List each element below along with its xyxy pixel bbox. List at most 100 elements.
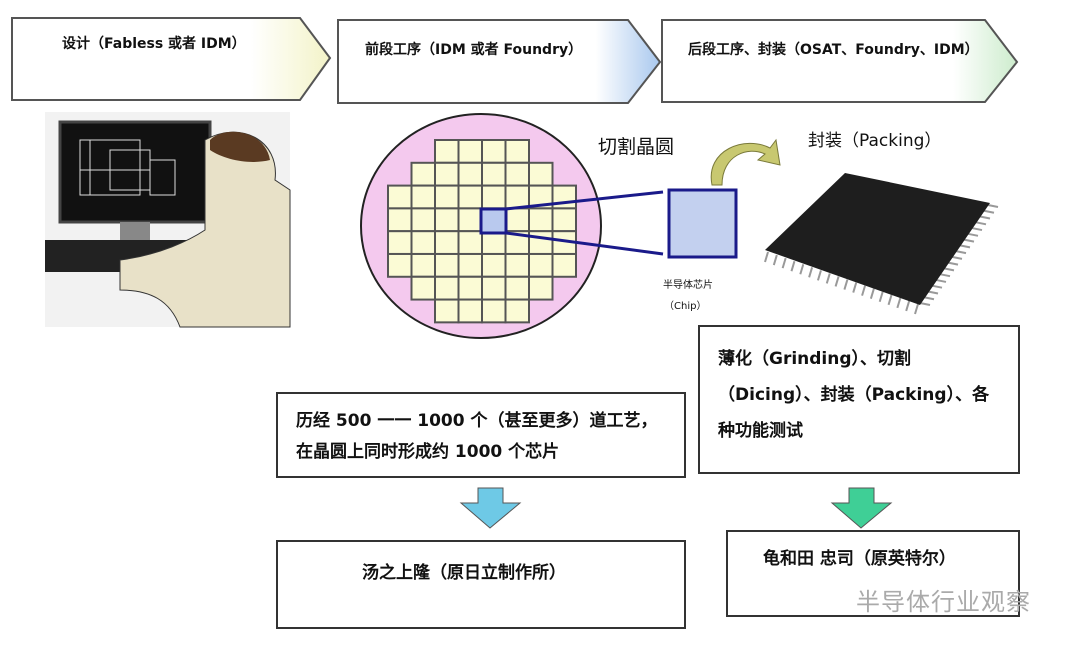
wafer-die — [504, 139, 530, 164]
chip-pin — [923, 296, 935, 301]
chip-pin — [947, 261, 959, 266]
wafer-die — [434, 275, 460, 301]
chip-pin — [790, 260, 796, 272]
wafer-die — [457, 161, 483, 187]
stage-arrow-back — [661, 19, 1019, 103]
chip-pin — [781, 257, 787, 269]
chip-label-en: （Chip） — [664, 301, 707, 312]
wafer-die — [434, 161, 460, 187]
wafer-die — [528, 161, 554, 187]
stage-label-back: 后段工序、封装（OSAT、Foundry、IDM） — [688, 42, 979, 58]
chip-pin — [983, 209, 995, 214]
wafer-die — [387, 230, 413, 255]
wafer-die — [551, 252, 577, 278]
chip-pin — [764, 251, 769, 263]
wafer-die — [551, 207, 577, 233]
stage-arrow-design — [11, 17, 332, 101]
wafer-die — [528, 252, 554, 278]
chip-pin — [869, 288, 875, 299]
wafer-die — [457, 230, 483, 255]
curved-arrow-icon — [710, 138, 781, 186]
chip-pin — [887, 294, 893, 306]
wafer-die — [528, 230, 554, 255]
wafer-die — [481, 298, 507, 324]
wafer-die — [457, 139, 483, 164]
chip-pin — [799, 263, 805, 275]
chip-pin — [975, 221, 987, 226]
chip-pin — [896, 297, 902, 309]
wafer-die — [457, 184, 483, 210]
designer-illustration — [45, 112, 291, 328]
wafer-die — [434, 252, 460, 278]
chip-pin — [861, 285, 867, 296]
wafer-die — [410, 161, 436, 187]
front-process-box: 历经 500 一一 1000 个（甚至更多）道工艺，在晶圆上同时形成约 1000… — [276, 392, 686, 478]
chip — [667, 188, 738, 259]
chip-pin — [943, 267, 955, 272]
wafer-die — [410, 230, 436, 255]
packaged-chip — [764, 173, 999, 315]
wafer-die — [434, 230, 460, 255]
wafer-die — [387, 252, 413, 278]
wafer-die — [434, 184, 460, 210]
wafer-die — [504, 207, 530, 233]
wafer-die — [387, 184, 413, 210]
chip-pin — [971, 227, 983, 232]
wafer-die — [504, 252, 530, 278]
chip-pin — [951, 255, 963, 260]
wafer-die — [504, 184, 530, 210]
chip-pin — [963, 238, 975, 243]
wafer-die — [457, 252, 483, 278]
wafer-die — [457, 298, 483, 324]
chip-pin — [852, 282, 858, 293]
chip-pin — [959, 244, 971, 249]
front-expert-box: 汤之上隆（原日立制作所） — [276, 540, 686, 629]
selected-die — [479, 207, 508, 235]
wafer — [360, 113, 738, 339]
watermark: 半导体行业观察 — [856, 588, 1031, 616]
chip-pin — [939, 273, 951, 278]
chip-pin — [955, 250, 967, 255]
chip-label-cn: 半导体芯片 — [663, 280, 713, 291]
chip-pin — [772, 254, 778, 266]
wafer-die — [481, 139, 507, 164]
wafer-die — [410, 275, 436, 301]
wafer-die — [528, 207, 554, 233]
stage-label-design: 设计（Fabless 或者 IDM） — [62, 36, 246, 52]
chip-pin — [935, 278, 947, 283]
chip-pin — [914, 303, 919, 315]
chip-pin — [987, 204, 999, 208]
wafer-die — [457, 275, 483, 301]
chip-pin — [931, 284, 943, 289]
chip-pin — [979, 215, 991, 220]
wafer-die — [481, 275, 507, 301]
chip-pin — [919, 302, 931, 306]
dicing-wafer-label: 切割晶圆 — [598, 130, 675, 161]
chip-pin — [825, 273, 831, 284]
wafer-die — [410, 184, 436, 210]
wafer-die — [481, 184, 507, 210]
wafer-die — [481, 161, 507, 187]
wafer-die — [434, 207, 460, 233]
chip-pin — [816, 270, 822, 281]
wafer-die — [504, 298, 530, 324]
chip-pin — [905, 300, 911, 312]
wafer-die — [504, 161, 530, 187]
chip-pin — [843, 279, 849, 290]
down-arrow-back — [830, 487, 893, 529]
wafer-die — [481, 230, 507, 255]
back-process-box: 薄化（Grinding）、切割（Dicing）、封装（Packing）、各种功能… — [698, 325, 1020, 474]
chip-pin — [808, 267, 814, 278]
wafer-die — [528, 275, 554, 301]
wafer-die — [410, 207, 436, 233]
wafer-die — [434, 298, 460, 324]
stage-label-front: 前段工序（IDM 或者 Foundry） — [365, 42, 583, 58]
wafer-die — [457, 207, 483, 233]
down-arrow-front — [459, 487, 522, 529]
packing-label: 封装（Packing） — [808, 131, 942, 151]
chip-pin — [834, 276, 840, 287]
wafer-die — [434, 139, 460, 164]
chip-pin — [967, 232, 979, 237]
wafer-die — [410, 252, 436, 278]
